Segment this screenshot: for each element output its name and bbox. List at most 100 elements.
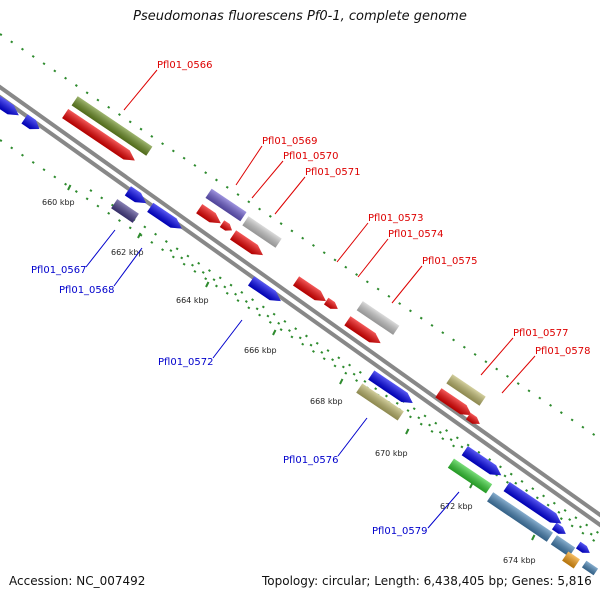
scale-dot bbox=[355, 379, 359, 382]
scale-dot bbox=[229, 283, 233, 287]
scale-dot bbox=[251, 298, 255, 302]
gene-feature[interactable] bbox=[21, 114, 42, 133]
label-leader-line bbox=[113, 247, 143, 287]
scale-dot bbox=[225, 291, 229, 295]
scale-dot bbox=[193, 164, 197, 167]
scale-dot bbox=[277, 321, 281, 325]
scale-dot bbox=[20, 47, 24, 51]
gene-label-pfl01_0569[interactable]: Pfl01_0569 bbox=[262, 136, 318, 147]
gene-feature[interactable] bbox=[230, 230, 266, 259]
scale-dot bbox=[570, 524, 574, 528]
gene-label-pfl01_0568[interactable]: Pfl01_0568 bbox=[59, 285, 115, 296]
scale-dot bbox=[283, 320, 287, 323]
scale-dot bbox=[322, 251, 326, 255]
gene-feature[interactable] bbox=[551, 522, 568, 537]
gene-feature[interactable] bbox=[219, 220, 234, 233]
gene-label-pfl01_0578[interactable]: Pfl01_0578 bbox=[535, 346, 591, 357]
label-leader-line bbox=[391, 265, 423, 304]
gene-feature[interactable] bbox=[503, 481, 565, 528]
scale-dot bbox=[214, 284, 218, 288]
scale-dot bbox=[423, 414, 427, 418]
scale-dot bbox=[592, 432, 596, 436]
scale-dot bbox=[352, 372, 356, 376]
gene-feature[interactable] bbox=[562, 551, 580, 569]
scale-dot bbox=[169, 249, 173, 253]
scale-dot bbox=[197, 261, 201, 265]
gene-feature[interactable] bbox=[465, 412, 482, 427]
scale-dot bbox=[527, 389, 531, 393]
scale-dot bbox=[322, 357, 326, 361]
scale-dot bbox=[207, 269, 211, 273]
scale-dot bbox=[258, 207, 262, 211]
scale-dot bbox=[514, 481, 518, 485]
kbp-tick-label: 664 kbp bbox=[176, 296, 209, 305]
gene-label-pfl01_0574[interactable]: Pfl01_0574 bbox=[388, 229, 444, 240]
gene-feature[interactable] bbox=[550, 535, 576, 557]
gene-label-pfl01_0577[interactable]: Pfl01_0577 bbox=[513, 328, 569, 339]
gene-label-pfl01_0567[interactable]: Pfl01_0567 bbox=[31, 265, 87, 276]
gene-feature[interactable] bbox=[435, 388, 474, 419]
scale-dot bbox=[223, 285, 227, 289]
kbp-tick-label: 668 kbp bbox=[310, 397, 343, 406]
scale-dot bbox=[395, 401, 399, 405]
gene-label-pfl01_0576[interactable]: Pfl01_0576 bbox=[283, 455, 339, 466]
gene-feature[interactable] bbox=[242, 216, 282, 248]
gene-label-pfl01_0570[interactable]: Pfl01_0570 bbox=[283, 151, 339, 162]
gene-feature[interactable] bbox=[581, 560, 599, 576]
gene-feature[interactable] bbox=[248, 276, 284, 305]
gene-feature[interactable] bbox=[124, 186, 149, 207]
scale-dot bbox=[234, 292, 238, 296]
kbp-tick-label: 666 kbp bbox=[244, 346, 277, 355]
gene-label-pfl01_0573[interactable]: Pfl01_0573 bbox=[368, 213, 424, 224]
gene-feature[interactable] bbox=[196, 204, 224, 228]
scale-dot bbox=[355, 273, 359, 276]
scale-dot bbox=[581, 531, 585, 535]
scale-dot bbox=[333, 258, 337, 262]
gene-feature[interactable] bbox=[293, 276, 329, 305]
scale-dot bbox=[31, 54, 35, 58]
gene-label-pfl01_0572[interactable]: Pfl01_0572 bbox=[158, 357, 214, 368]
gene-feature[interactable] bbox=[0, 96, 22, 120]
kbp-tick-mark bbox=[67, 184, 72, 191]
gene-feature[interactable] bbox=[356, 383, 404, 421]
gene-label-pfl01_0571[interactable]: Pfl01_0571 bbox=[305, 167, 361, 178]
gene-feature[interactable] bbox=[368, 370, 416, 407]
scale-dot bbox=[406, 409, 410, 412]
gene-feature[interactable] bbox=[487, 492, 553, 542]
scale-dot bbox=[488, 458, 492, 462]
scale-dot bbox=[218, 276, 222, 280]
gene-feature[interactable] bbox=[447, 458, 493, 494]
scale-dot bbox=[100, 196, 104, 200]
gene-feature[interactable] bbox=[446, 374, 486, 406]
gene-feature[interactable] bbox=[111, 199, 139, 223]
scale-dot bbox=[344, 371, 348, 375]
gene-feature[interactable] bbox=[344, 316, 383, 347]
scale-dots bbox=[0, 33, 599, 542]
gene-feature[interactable] bbox=[71, 96, 153, 156]
scale-dot bbox=[484, 360, 488, 364]
gene-feature[interactable] bbox=[461, 446, 505, 480]
gene-feature[interactable] bbox=[356, 301, 400, 335]
gene-label-pfl01_0579[interactable]: Pfl01_0579 bbox=[372, 526, 428, 537]
gene-label-pfl01_0566[interactable]: Pfl01_0566 bbox=[157, 60, 213, 71]
gene-feature[interactable] bbox=[62, 108, 138, 165]
gene-feature[interactable] bbox=[147, 202, 185, 233]
scale-dot bbox=[0, 139, 3, 143]
kbp-tick-mark bbox=[137, 232, 142, 239]
gene-feature[interactable] bbox=[575, 541, 592, 556]
scale-dot bbox=[272, 312, 276, 316]
kbp-tick-label: 662 kbp bbox=[111, 248, 144, 257]
backbone-line bbox=[0, 84, 600, 518]
scale-dot bbox=[42, 168, 46, 172]
gene-feature[interactable] bbox=[323, 297, 340, 312]
scale-dot bbox=[358, 370, 362, 374]
gene-feature[interactable] bbox=[205, 188, 247, 222]
gene-label-pfl01_0575[interactable]: Pfl01_0575 bbox=[422, 256, 478, 267]
scale-dot bbox=[441, 437, 445, 441]
scale-dot bbox=[171, 255, 175, 259]
scale-dot bbox=[398, 302, 402, 306]
scale-dot bbox=[96, 204, 100, 208]
scale-dot bbox=[462, 345, 466, 349]
